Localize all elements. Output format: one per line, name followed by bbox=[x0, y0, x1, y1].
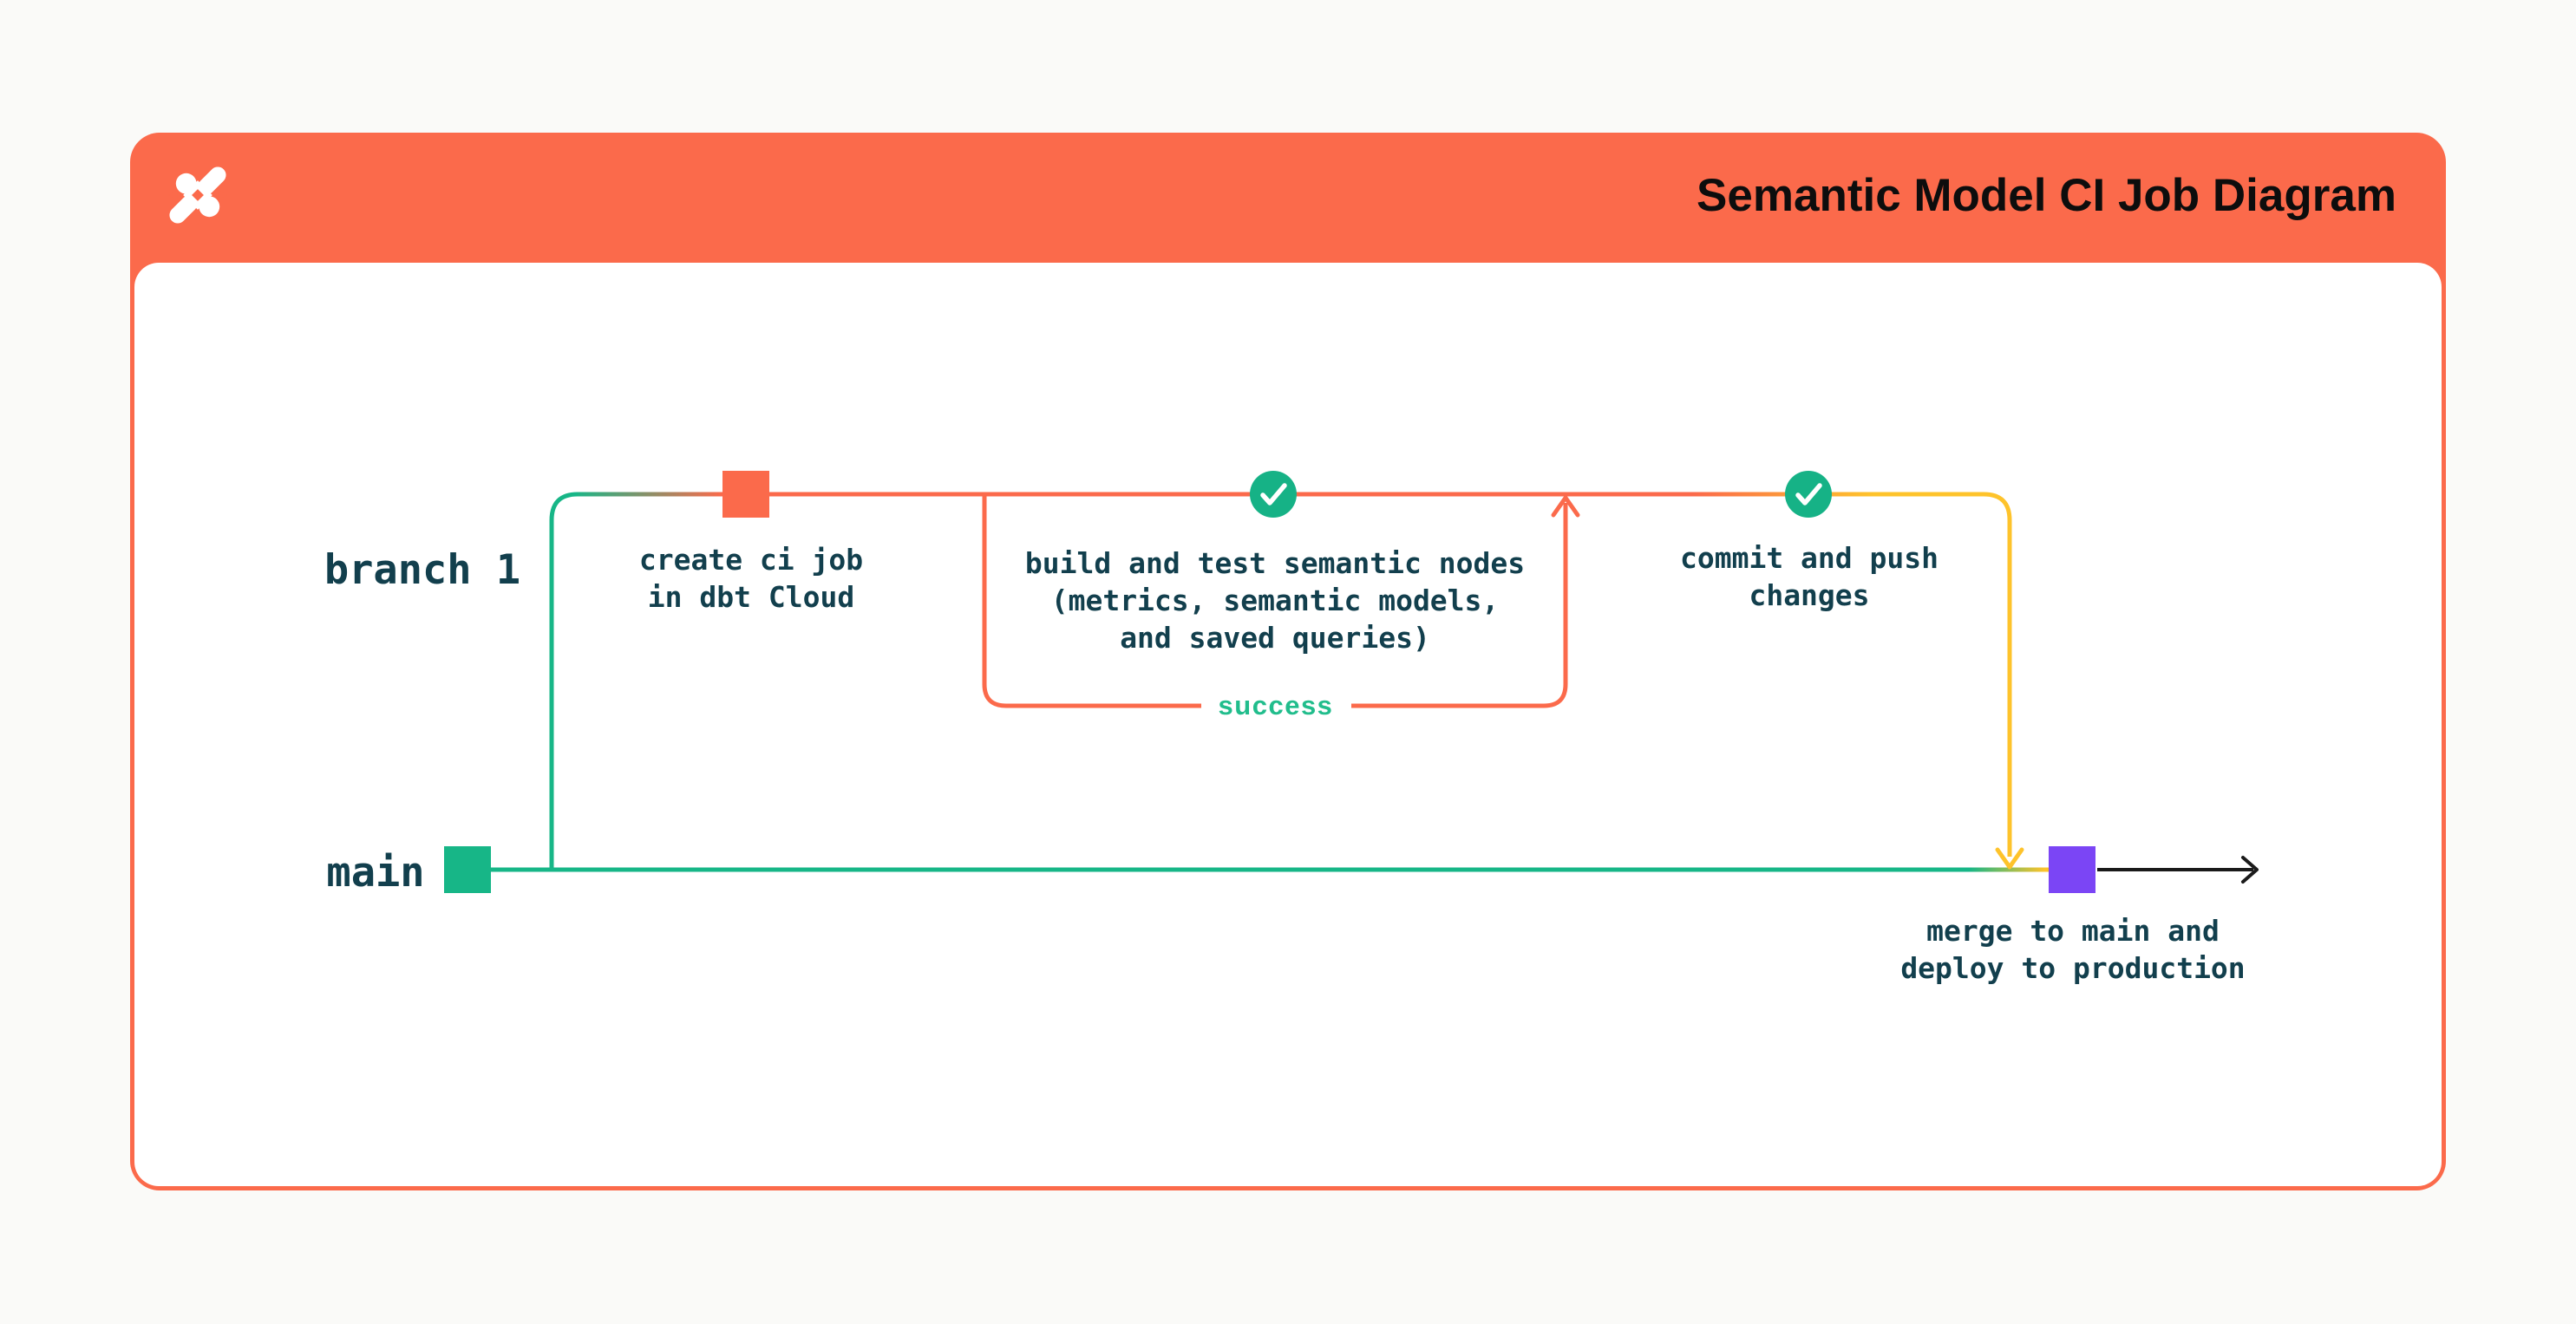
caption-line: build and test semantic nodes bbox=[1024, 546, 1526, 580]
caption-line: merge to main and bbox=[1926, 914, 2220, 948]
success-label: success bbox=[1218, 690, 1334, 721]
branch1-fork-line bbox=[549, 492, 579, 870]
diagram-body bbox=[134, 263, 2442, 1186]
check-icon bbox=[1795, 483, 1822, 505]
deploy-arrowhead bbox=[2241, 856, 2259, 884]
caption-line: (metrics, semantic models, bbox=[1050, 584, 1500, 617]
success-loop-up-arrowhead bbox=[1551, 495, 1580, 518]
success-loop-left bbox=[982, 494, 1201, 708]
build-test-check-circle bbox=[1250, 471, 1297, 518]
merge-down-arrowhead bbox=[1995, 847, 2024, 870]
branch1-merge-line bbox=[1873, 492, 2012, 857]
build-test-caption: build and test semantic nodes (metrics, … bbox=[1015, 545, 1535, 656]
page-title: Semantic Model CI Job Diagram bbox=[1697, 170, 2396, 221]
check-icon bbox=[1260, 483, 1287, 505]
create-ci-caption: create ci job in dbt Cloud bbox=[491, 541, 1011, 616]
merge-commit-node bbox=[2049, 846, 2095, 893]
create-ci-commit-node bbox=[722, 471, 769, 518]
caption-line: deploy to production bbox=[1900, 951, 2246, 985]
main-label: main bbox=[326, 849, 425, 897]
caption-line: in dbt Cloud bbox=[647, 580, 855, 614]
commit-push-check-circle bbox=[1785, 471, 1832, 518]
caption-line: create ci job bbox=[638, 543, 864, 577]
caption-line: changes bbox=[1749, 578, 1870, 612]
caption-line: and saved queries) bbox=[1120, 621, 1430, 655]
success-loop-right bbox=[1351, 503, 1568, 708]
dbt-logo-icon bbox=[168, 166, 227, 225]
caption-line: commit and push bbox=[1679, 541, 1939, 575]
merge-deploy-caption: merge to main and deploy to production bbox=[1813, 912, 2333, 987]
branch1-label: branch 1 bbox=[324, 546, 521, 594]
main-commit-node bbox=[444, 846, 491, 893]
commit-push-caption: commit and push changes bbox=[1549, 539, 2069, 614]
